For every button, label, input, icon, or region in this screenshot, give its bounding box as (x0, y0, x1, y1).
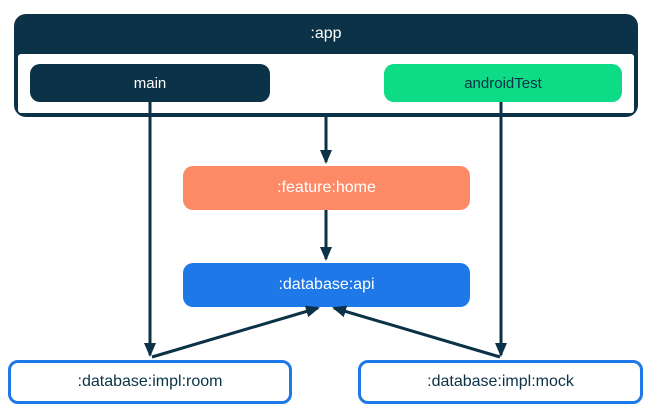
node-feature-home-label: :feature:home (277, 179, 376, 196)
node-feature-home: :feature:home (183, 166, 470, 210)
source-set-androidtest: androidTest (384, 64, 622, 102)
source-set-main: main (30, 64, 270, 102)
source-set-main-label: main (133, 74, 167, 92)
node-database-impl-mock: :database:impl:mock (358, 360, 643, 404)
node-database-impl-room: :database:impl:room (8, 360, 292, 404)
node-database-api-label: :database:api (278, 276, 375, 293)
edge-impl-mock-to-database-api (332, 305, 501, 359)
app-module-header: :app (14, 14, 638, 54)
edge-impl-room-to-database-api (151, 305, 320, 359)
app-module-body: main androidTest (18, 54, 634, 113)
app-module-label: :app (310, 25, 342, 42)
node-database-api: :database:api (183, 263, 470, 307)
node-database-impl-mock-label: :database:impl:mock (427, 373, 574, 390)
source-set-androidtest-label: androidTest (464, 74, 542, 92)
node-database-impl-room-label: :database:impl:room (77, 373, 223, 390)
app-module-container: :app main androidTest (14, 14, 638, 117)
